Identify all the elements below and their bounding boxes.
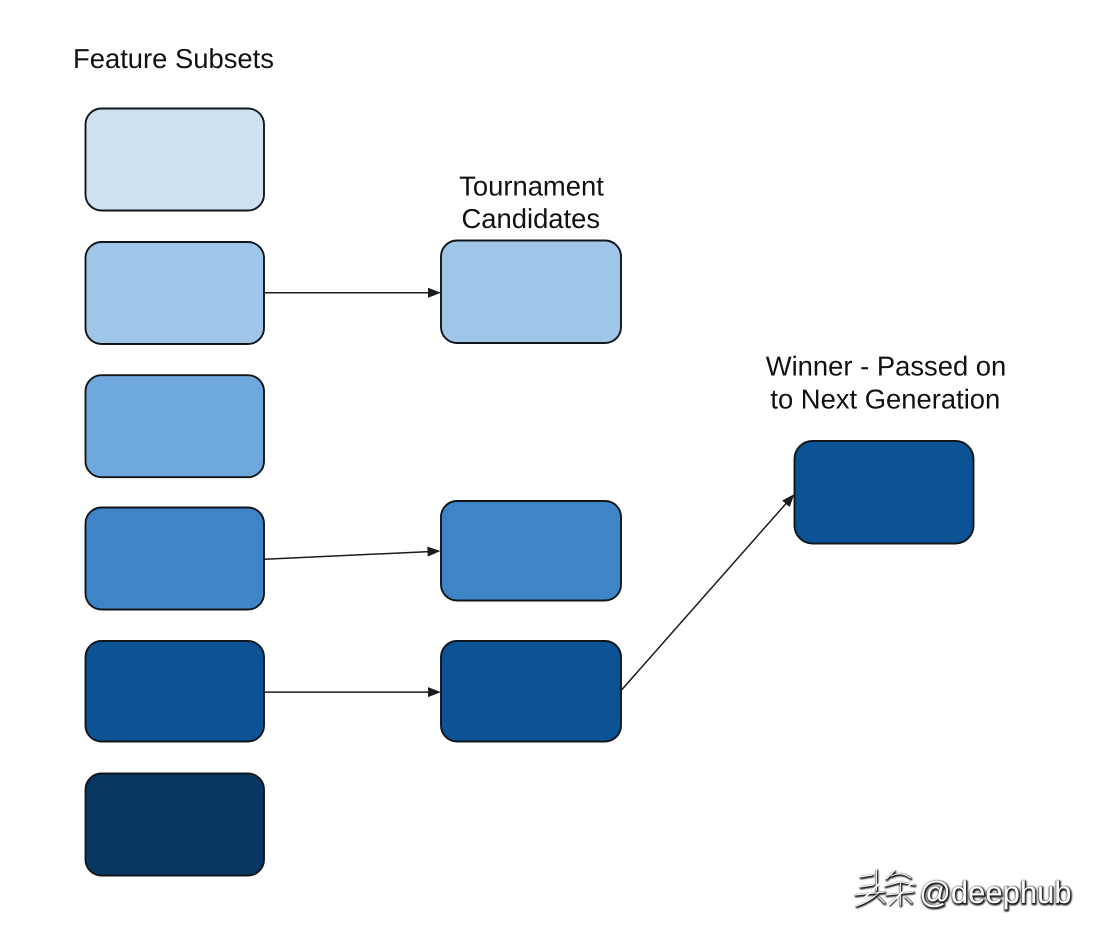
svg-text:Feature Subsets: Feature Subsets (73, 43, 274, 74)
svg-text:@deephub: @deephub (919, 875, 1071, 910)
svg-text:Winner - Passed on: Winner - Passed on (766, 351, 1007, 382)
svg-text:Tournament: Tournament (459, 171, 604, 202)
svg-text:to Next Generation: to Next Generation (770, 383, 1000, 414)
svg-text:Candidates: Candidates (462, 203, 601, 234)
svg-text:@deephub: @deephub (920, 876, 1072, 911)
